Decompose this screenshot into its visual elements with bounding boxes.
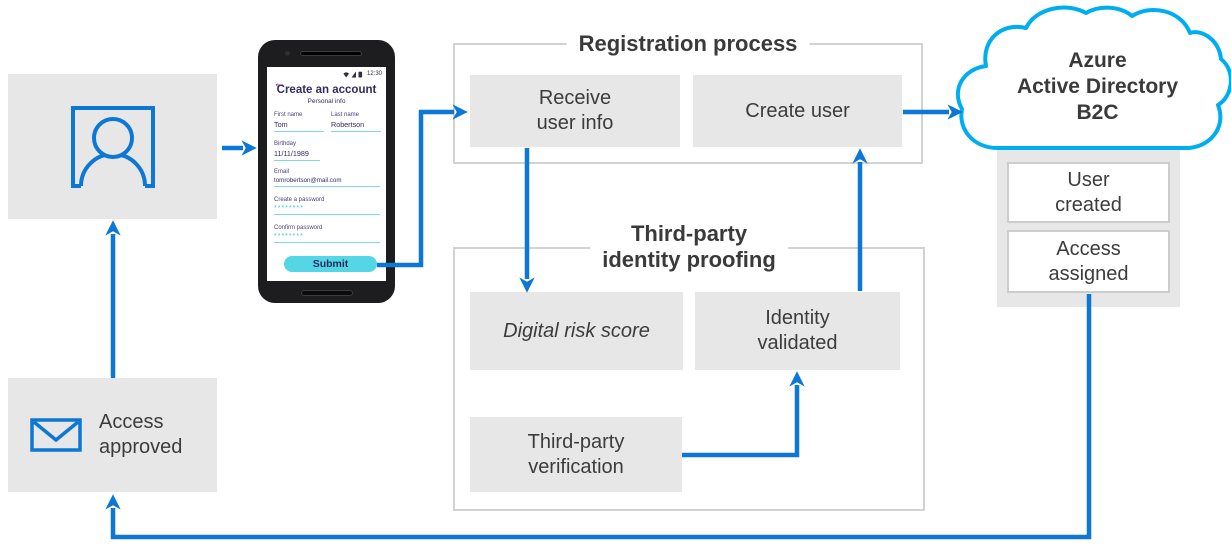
- field-last-name-label: Last name: [331, 112, 360, 118]
- field-birthday-value[interactable]: 11/11/1989: [274, 149, 320, 161]
- field-first-name-label: First name: [274, 112, 303, 118]
- account-title: Create an account: [276, 84, 377, 96]
- digital-risk-score-label: Digital risk score: [503, 319, 650, 342]
- azure-cloud: [955, 5, 1231, 150]
- field-create-password[interactable]: Create a password ********: [274, 197, 380, 215]
- person-box: [8, 74, 217, 219]
- status-icons: [343, 71, 363, 78]
- status-time: 12:30: [366, 71, 382, 77]
- create-user-label: Create user: [745, 99, 850, 122]
- phone-speaker-icon: [300, 51, 362, 56]
- user-created-box: User created: [1007, 162, 1170, 223]
- access-approved-label: Access approved: [99, 411, 183, 458]
- field-confirm-password-label: Confirm password: [274, 225, 323, 231]
- registration-title: Registration process: [566, 31, 810, 57]
- create-user-box: Create user: [693, 75, 902, 147]
- submit-button[interactable]: Submit: [284, 256, 377, 272]
- phone: 12:30 ← Create an account Personal info …: [258, 40, 395, 303]
- signal-icon: [351, 71, 356, 78]
- field-first-name[interactable]: First name Tom: [274, 112, 324, 132]
- field-first-name-value[interactable]: Tom: [274, 120, 324, 132]
- field-birthday-label: Birthday: [274, 141, 297, 147]
- field-confirm-password[interactable]: Confirm password ********: [274, 225, 380, 243]
- third-party-title: Third-party identity proofing: [590, 221, 788, 273]
- field-confirm-password-value[interactable]: ********: [274, 233, 380, 243]
- phone-camera-icon: [285, 51, 290, 56]
- access-approved-box: Access approved: [8, 378, 217, 492]
- field-create-password-value[interactable]: ********: [274, 205, 380, 215]
- phone-screen: 12:30 ← Create an account Personal info …: [267, 67, 386, 281]
- back-arrow-icon[interactable]: ←: [273, 75, 286, 90]
- receive-user-info-label: Receive user info: [536, 87, 614, 134]
- field-last-name-value[interactable]: Robertson: [331, 120, 381, 132]
- third-party-verification-label: Third-party verification: [527, 430, 625, 478]
- person-icon: [70, 105, 155, 188]
- battery-icon: [358, 71, 363, 78]
- user-created-label: User created: [1055, 168, 1122, 216]
- field-create-password-label: Create a password: [274, 197, 325, 203]
- status-bar: 12:30: [343, 70, 382, 78]
- azure-cloud-label: Azure Active Directory B2C: [1016, 49, 1179, 124]
- access-assigned-label: Access assigned: [1048, 237, 1129, 285]
- account-subtitle: Personal info: [307, 98, 346, 105]
- field-email[interactable]: Email tomrobertson@mail.com: [274, 169, 380, 187]
- cloud-shape-icon: [955, 5, 1231, 150]
- identity-validated-label: Identity validated: [757, 307, 838, 354]
- phone-home-slot-icon: [301, 290, 353, 296]
- access-assigned-box: Access assigned: [1007, 230, 1170, 293]
- field-last-name[interactable]: Last name Robertson: [331, 112, 381, 132]
- third-party-verification-box: Third-party verification: [470, 417, 682, 492]
- digital-risk-score-box: Digital risk score: [470, 292, 683, 370]
- wifi-icon: [343, 72, 349, 78]
- field-email-label: Email: [274, 169, 290, 175]
- field-email-value[interactable]: tomrobertson@mail.com: [274, 177, 380, 187]
- envelope-icon: [30, 418, 82, 452]
- receive-user-info-box: Receive user info: [470, 75, 680, 147]
- identity-validated-box: Identity validated: [695, 292, 900, 370]
- field-birthday[interactable]: Birthday 11/11/1989: [274, 141, 320, 161]
